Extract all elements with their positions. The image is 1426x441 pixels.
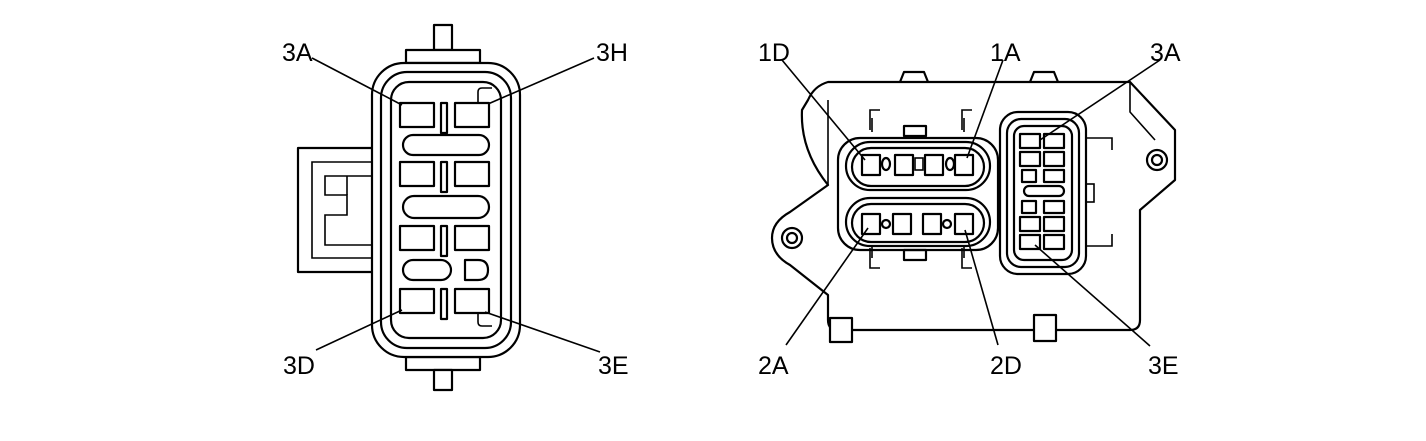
- cavity-2A: [860, 212, 882, 236]
- latch: [869, 109, 880, 132]
- latch: [961, 109, 972, 132]
- cavity: [1018, 150, 1042, 168]
- clip: [1086, 234, 1113, 247]
- leader-1A: [966, 59, 1004, 159]
- slot: [401, 194, 491, 220]
- cavity-3D: [398, 287, 436, 315]
- cavity-3A: [398, 101, 436, 129]
- latch-block: [902, 124, 928, 138]
- label-2A: 2A: [758, 352, 789, 380]
- cavity-3H: [453, 101, 491, 129]
- right-block-mid: [1005, 117, 1081, 269]
- cavity-3H-key: [477, 87, 492, 103]
- cavity-3E-key: [477, 313, 492, 327]
- cavity-1C: [893, 153, 915, 177]
- cavity-key: [941, 218, 953, 230]
- leader-2A: [785, 227, 869, 346]
- clip: [1086, 137, 1113, 150]
- label-1A: 1A: [990, 39, 1021, 67]
- left-side-lock: [296, 146, 372, 274]
- row-1-shell-inner: [850, 146, 986, 188]
- rib: [439, 224, 449, 258]
- left-top-latch: [404, 23, 482, 65]
- row-1-shell: [844, 140, 992, 192]
- cavity: [398, 160, 436, 188]
- cavity-key: [914, 157, 924, 171]
- cavity-2D: [953, 212, 975, 236]
- leader-3E: [484, 311, 601, 353]
- left-housing-mid: [379, 70, 513, 350]
- cavity: [1018, 215, 1042, 233]
- right-connector: [770, 70, 1177, 344]
- label-3A-left: 3A: [282, 39, 313, 67]
- cavity: [453, 160, 491, 188]
- cavity: [453, 224, 491, 252]
- label-2D: 2D: [990, 352, 1022, 380]
- label-3H: 3H: [596, 39, 628, 67]
- label-3E-right: 3E: [1148, 352, 1179, 380]
- key: [463, 258, 490, 282]
- label-3E-left: 3E: [598, 352, 629, 380]
- cavity-key: [880, 156, 892, 172]
- right-block-inner: [1012, 124, 1074, 262]
- cavity-1B: [923, 153, 945, 177]
- cavity: [1042, 215, 1066, 233]
- latch: [961, 246, 972, 269]
- cavity-key: [880, 218, 892, 230]
- cavity-key: [944, 156, 956, 172]
- cavity-3E: [453, 287, 491, 315]
- rib: [439, 101, 449, 135]
- cavity: [1020, 199, 1038, 215]
- rib: [439, 160, 449, 194]
- cavity-2B: [891, 212, 913, 236]
- cavity: [1042, 150, 1066, 168]
- label-3A-right: 3A: [1150, 39, 1181, 67]
- cavity: [1042, 199, 1066, 215]
- slot: [1022, 184, 1066, 198]
- label-3D: 3D: [283, 352, 315, 380]
- leader-1D: [781, 59, 866, 161]
- cavity-3A-right: [1018, 132, 1042, 150]
- mount-hole-right: [1145, 148, 1169, 172]
- cavity-3E-right: [1018, 233, 1042, 251]
- terminal-block-outer: [836, 136, 1000, 252]
- clip: [1085, 183, 1095, 203]
- cavity-1D: [860, 153, 882, 177]
- cavity-2C: [921, 212, 943, 236]
- top-tab: [898, 70, 930, 83]
- cavity: [1042, 233, 1066, 251]
- slot: [401, 258, 453, 282]
- cavity: [1042, 132, 1066, 150]
- top-tab: [1028, 70, 1060, 83]
- mount-hole-left: [780, 226, 804, 250]
- cavity: [1020, 168, 1038, 184]
- leader-3D: [315, 309, 403, 351]
- leader-3A: [311, 57, 403, 106]
- latch: [869, 246, 880, 269]
- row-2-shell-inner: [850, 202, 986, 244]
- left-bottom-latch: [404, 355, 482, 392]
- rib: [439, 287, 449, 321]
- leader-2D: [964, 229, 999, 346]
- housing-inner-edge: [1129, 82, 1156, 141]
- leader-3E-right: [1034, 244, 1151, 347]
- bottom-tab: [1032, 313, 1058, 343]
- label-1D: 1D: [758, 39, 790, 67]
- leader-3H: [487, 57, 595, 105]
- bottom-tab: [828, 316, 854, 344]
- cavity: [398, 224, 436, 252]
- cavity: [1042, 168, 1066, 184]
- slot: [401, 133, 491, 157]
- leader-3A-right: [1039, 59, 1161, 141]
- left-connector: [296, 23, 522, 392]
- left-housing-inner: [389, 80, 503, 340]
- row-2-shell: [844, 196, 992, 248]
